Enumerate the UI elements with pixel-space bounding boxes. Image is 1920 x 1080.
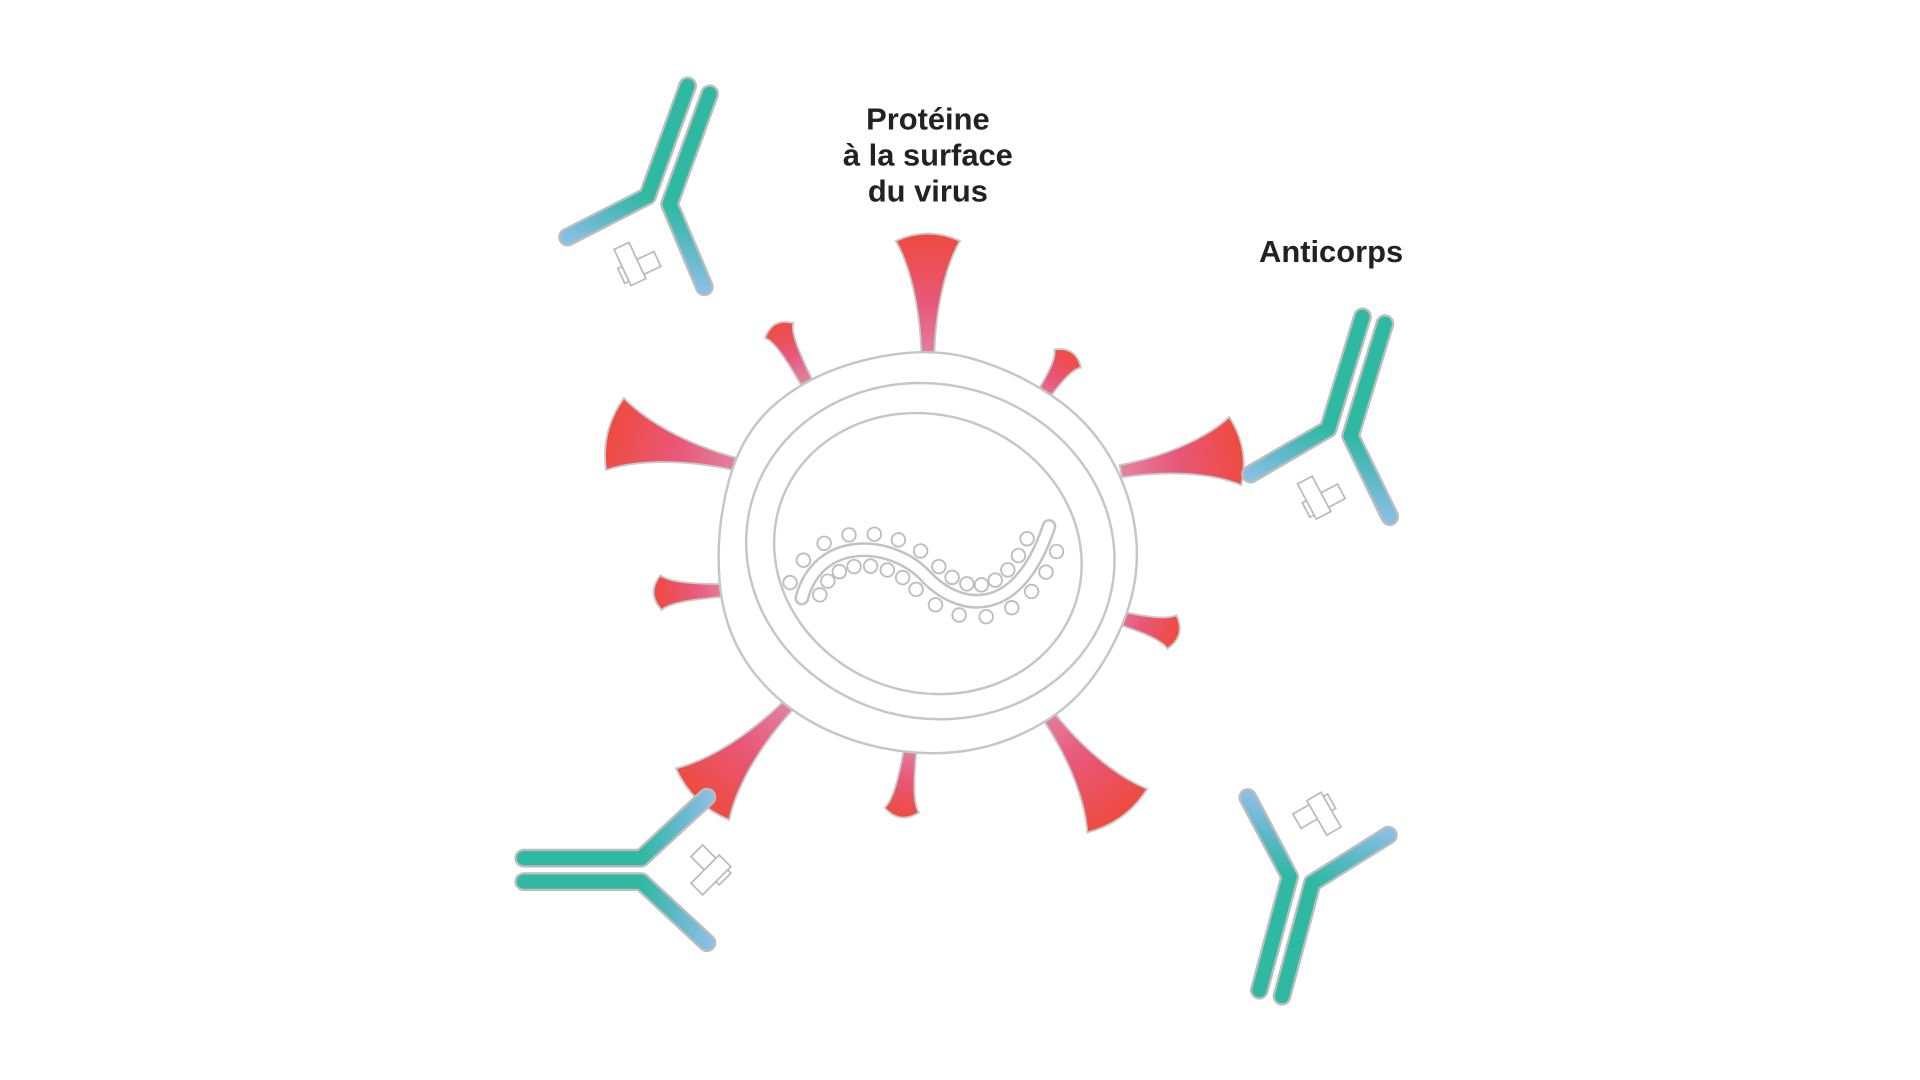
- virus-capsid-inner: [772, 411, 1083, 696]
- rna-nucleotide: [978, 608, 994, 625]
- rna-nucleotide: [927, 597, 944, 613]
- surface-protein-spike: [1036, 703, 1149, 834]
- rna-nucleotide: [862, 558, 879, 574]
- rna-nucleotide: [944, 569, 960, 586]
- rna-nucleotide: [931, 558, 947, 575]
- protein-label-line1: Protéine: [866, 102, 990, 137]
- surface-protein-spike: [883, 744, 921, 819]
- antibody-top-left: [559, 65, 767, 309]
- antibody-label: Anticorps: [1259, 234, 1403, 269]
- antibody-right: [1244, 299, 1444, 540]
- rna-nucleotide: [1004, 600, 1020, 616]
- rna-nucleotide: [1000, 562, 1016, 578]
- rna-nucleotide: [973, 577, 990, 593]
- rna-nucleotide: [1010, 547, 1027, 564]
- rna-nucleotide: [908, 581, 924, 598]
- viral-rna: [782, 518, 1065, 625]
- rna-nucleotide: [866, 526, 883, 542]
- rna-nucleotide: [1038, 564, 1054, 580]
- rna-nucleotide: [816, 535, 832, 552]
- rna-nucleotide: [894, 569, 911, 586]
- rna-nucleotide: [782, 574, 798, 591]
- rna-nucleotide: [795, 552, 812, 568]
- antibody-bottom-right: [1200, 774, 1394, 1012]
- rna-nucleotide: [912, 543, 929, 559]
- virus-capsid-outer: [744, 381, 1116, 721]
- surface-protein-spike: [1118, 415, 1245, 487]
- protein-label-line3: du virus: [868, 173, 988, 208]
- rna-nucleotide: [831, 563, 848, 580]
- surface-protein-spike: [763, 321, 814, 387]
- surface-protein-spike: [894, 232, 962, 362]
- rna-nucleotide: [890, 532, 907, 548]
- protein-label-line2: à la surface: [843, 138, 1013, 173]
- rna-nucleotide: [812, 587, 828, 603]
- rna-nucleotide: [1023, 583, 1040, 600]
- rna-nucleotide: [959, 576, 975, 592]
- rna-nucleotide: [951, 607, 967, 623]
- rna-nucleotide: [1048, 543, 1065, 560]
- surface-protein-spike: [604, 396, 740, 472]
- rna-nucleotide: [879, 562, 896, 578]
- rna-nucleotide: [841, 527, 857, 543]
- rna-nucleotide: [987, 572, 1004, 588]
- rna-nucleotide: [1019, 531, 1035, 547]
- surface-protein-spike: [652, 574, 729, 612]
- rna-nucleotide: [846, 558, 862, 575]
- antibody-bottom-left: [524, 797, 731, 943]
- surface-protein-spike: [1107, 608, 1181, 650]
- rna-nucleotide: [820, 573, 836, 589]
